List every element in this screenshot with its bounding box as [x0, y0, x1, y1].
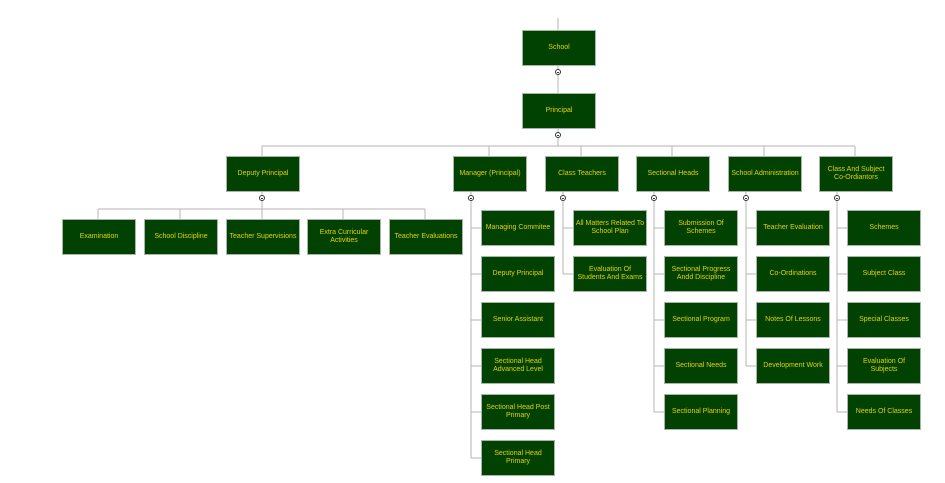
node-leaf[interactable]: Evaluation Of Students And Exams [573, 256, 647, 292]
collapse-toggle-icon[interactable] [468, 195, 474, 201]
node-leaf[interactable]: Teacher Supervisions [226, 219, 300, 255]
node-leaf[interactable]: Sectional Planning [664, 394, 738, 430]
node-leaf[interactable]: Sectional Head Primary [481, 440, 555, 476]
node-leaf[interactable]: Needs Of Classes [847, 394, 921, 430]
node-branch[interactable]: School Administration [728, 156, 802, 192]
node-leaf[interactable]: Sectional Needs [664, 348, 738, 384]
node-leaf[interactable]: Schemes [847, 210, 921, 246]
node-leaf[interactable]: School Discipline [144, 219, 218, 255]
node-leaf[interactable]: Sectional Progress Andd Discipline [664, 256, 738, 292]
node-branch[interactable]: Class And Subject Co-Ordiantors [819, 156, 893, 192]
collapse-toggle-icon[interactable] [743, 195, 749, 201]
node-principal[interactable]: Principal [522, 93, 596, 129]
node-leaf[interactable]: Deputy Principal [481, 256, 555, 292]
node-leaf[interactable]: Development Work [756, 348, 830, 384]
node-leaf[interactable]: Subject Class [847, 256, 921, 292]
collapse-toggle-icon[interactable] [555, 69, 561, 75]
collapse-toggle-icon[interactable] [834, 195, 840, 201]
node-branch[interactable]: Sectional Heads [636, 156, 710, 192]
node-leaf[interactable]: Evaluation Of Subjects [847, 348, 921, 384]
node-leaf[interactable]: Teacher Evaluation [756, 210, 830, 246]
node-leaf[interactable]: Sectional Head Advanced Level [481, 348, 555, 384]
node-branch[interactable]: Class Teachers [545, 156, 619, 192]
node-leaf[interactable]: Senior Assistant [481, 302, 555, 338]
node-leaf[interactable]: Managing Commitee [481, 210, 555, 246]
node-leaf[interactable]: All Matters Related To School Plan [573, 210, 647, 246]
collapse-toggle-icon[interactable] [259, 195, 265, 201]
node-branch[interactable]: Deputy Principal [226, 156, 300, 192]
collapse-toggle-icon[interactable] [560, 195, 566, 201]
collapse-toggle-icon[interactable] [651, 195, 657, 201]
node-leaf[interactable]: Sectional Program [664, 302, 738, 338]
node-leaf[interactable]: Examination [62, 219, 136, 255]
node-leaf[interactable]: Sectional Head Post Primary [481, 394, 555, 430]
node-leaf[interactable]: Notes Of Lessons [756, 302, 830, 338]
node-leaf[interactable]: Extra Curricular Activities [307, 219, 381, 255]
node-leaf[interactable]: Co-Ordinations [756, 256, 830, 292]
node-leaf[interactable]: Teacher Evaluations [389, 219, 463, 255]
node-branch[interactable]: Manager (Principal) [453, 156, 527, 192]
node-leaf[interactable]: Special Classes [847, 302, 921, 338]
collapse-toggle-icon[interactable] [555, 132, 561, 138]
node-leaf[interactable]: Submission Of Schemes [664, 210, 738, 246]
node-school[interactable]: School [522, 30, 596, 66]
